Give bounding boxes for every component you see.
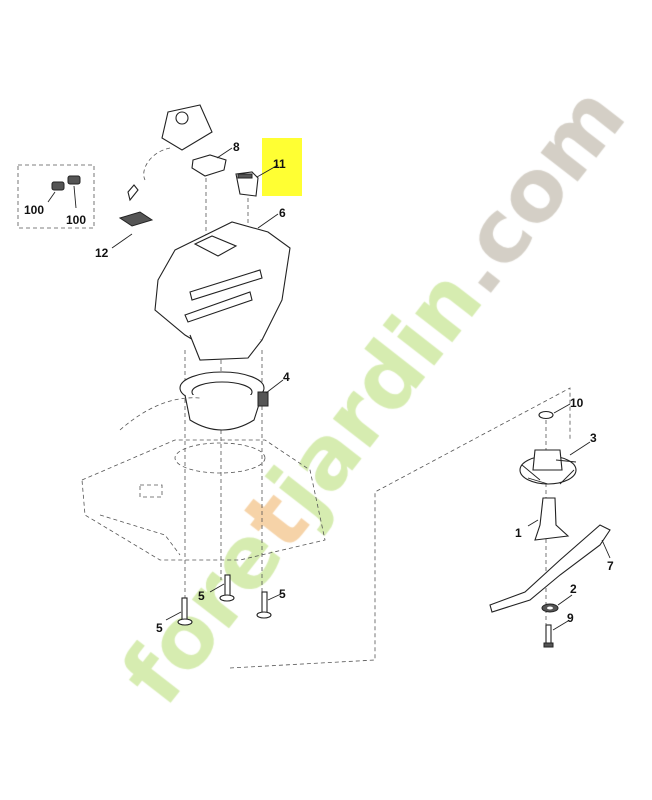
part-8[interactable]	[191, 154, 227, 177]
part-control-board	[127, 104, 213, 202]
label-7: 7	[607, 559, 614, 573]
part-11[interactable]	[235, 171, 259, 197]
part-9-bolt[interactable]	[543, 624, 554, 648]
label-5c: 5	[156, 621, 163, 635]
label-11: 11	[273, 157, 286, 171]
part-6-cover[interactable]	[154, 221, 291, 361]
part-5b-bolt[interactable]	[256, 591, 272, 619]
label-100b: 100	[66, 213, 86, 227]
part-4-deflector[interactable]	[179, 371, 269, 431]
part-10-oring[interactable]	[538, 410, 554, 420]
part-3-fan[interactable]	[519, 449, 577, 485]
part-5a-bolt[interactable]	[219, 574, 235, 602]
mower-deck-outline	[81, 397, 326, 561]
label-4: 4	[283, 370, 290, 384]
label-1: 1	[515, 526, 522, 540]
group-box-100	[17, 164, 95, 229]
label-8: 8	[233, 140, 240, 154]
label-100a: 100	[24, 203, 44, 217]
part-100b[interactable]	[67, 175, 81, 185]
part-12[interactable]	[118, 211, 154, 227]
label-6: 6	[279, 206, 286, 220]
label-9: 9	[567, 611, 574, 625]
label-3: 3	[590, 431, 597, 445]
part-7-blade[interactable]	[489, 524, 611, 613]
part-5c-bolt[interactable]	[177, 597, 193, 626]
part-100a[interactable]	[51, 181, 65, 191]
label-5a: 5	[198, 589, 205, 603]
part-1-hub[interactable]	[534, 497, 570, 541]
label-5b: 5	[279, 587, 286, 601]
label-10: 10	[570, 396, 584, 410]
label-12: 12	[95, 246, 109, 260]
part-2-washer[interactable]	[541, 603, 559, 613]
label-2: 2	[570, 582, 577, 596]
highlight-box-11	[262, 138, 302, 196]
